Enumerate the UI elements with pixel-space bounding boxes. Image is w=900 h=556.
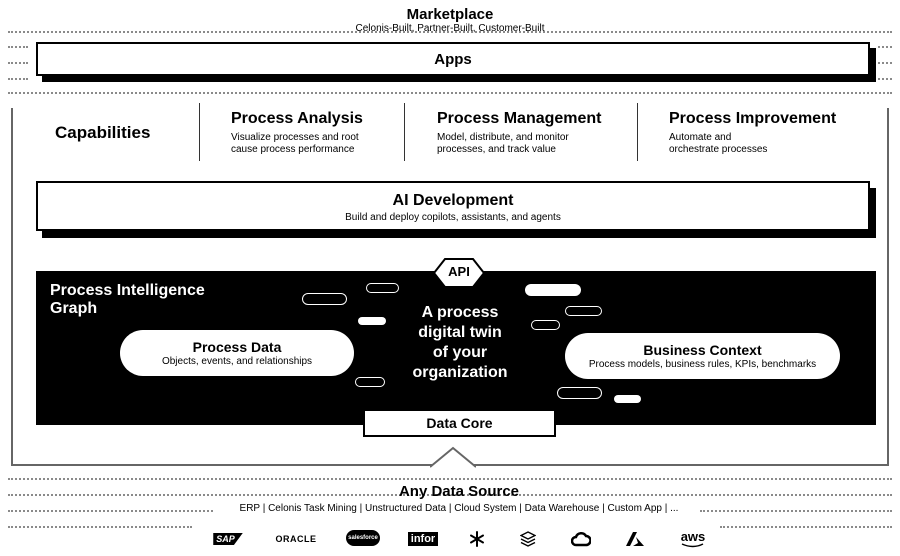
oracle-logo: ORACLE <box>275 534 317 544</box>
business-context-pill: Business Context Process models, busines… <box>565 333 840 379</box>
dotted-divider <box>8 510 213 512</box>
decorative-pill <box>302 293 347 305</box>
dotted-divider <box>8 478 892 480</box>
digital-twin-line: A process <box>421 304 499 321</box>
dotted-divider <box>8 526 192 528</box>
dotted-divider <box>8 46 28 48</box>
capability-description: Visualize processes and root <box>231 132 359 143</box>
ai-development-box: AI Development Build and deploy copilots… <box>36 181 870 231</box>
business-context-subtitle: Process models, business rules, KPIs, be… <box>588 359 817 370</box>
decorative-pill <box>358 317 386 325</box>
google-cloud-icon <box>570 530 592 548</box>
data-source-title: Any Data Source <box>398 483 520 500</box>
decorative-pill <box>525 284 581 296</box>
sap-logo: SAP <box>213 530 243 548</box>
ai-development-title: AI Development <box>392 192 514 209</box>
data-core-box: Data Core <box>363 409 556 437</box>
pig-title-line: Graph <box>50 300 98 317</box>
capability-process-management: Process Management Model, distribute, an… <box>437 110 602 156</box>
database-stack-icon <box>519 530 537 548</box>
arrow-up-icon <box>430 446 476 468</box>
snowflake-icon <box>468 530 486 548</box>
capability-description: Model, distribute, and monitor <box>437 132 569 143</box>
decorative-pill <box>355 377 385 387</box>
aws-logo-text: aws <box>680 528 706 544</box>
dotted-divider <box>8 31 892 33</box>
infor-logo: infor <box>406 530 440 548</box>
dotted-divider <box>8 62 28 64</box>
capability-process-improvement: Process Improvement Automate and orchest… <box>669 110 836 156</box>
capabilities-label: Capabilities <box>55 123 151 142</box>
decorative-pill <box>531 320 560 330</box>
decorative-pill <box>366 283 399 293</box>
dotted-divider <box>720 526 892 528</box>
dotted-divider <box>878 62 892 64</box>
capability-description: Automate and <box>669 132 732 143</box>
capability-title: Process Improvement <box>669 110 837 127</box>
api-label: API <box>448 264 470 279</box>
capability-description: processes, and track value <box>437 144 556 155</box>
digital-twin-line: organization <box>412 364 508 381</box>
process-data-title: Process Data <box>192 339 282 355</box>
process-data-pill: Process Data Objects, events, and relati… <box>120 330 354 376</box>
capability-description: orchestrate processes <box>669 144 768 155</box>
process-data-subtitle: Objects, events, and relationships <box>161 356 313 367</box>
capability-title: Process Management <box>437 110 602 127</box>
decorative-pill <box>614 395 641 403</box>
pig-title: Process Intelligence Graph <box>50 282 250 318</box>
sap-logo-text: SAP <box>213 533 243 545</box>
decorative-pill <box>557 387 602 399</box>
salesforce-logo-text: salesforce <box>346 530 380 546</box>
dotted-divider <box>700 510 892 512</box>
business-context-title: Business Context <box>643 342 762 358</box>
ai-development-subtitle: Build and deploy copilots, assistants, a… <box>345 212 561 223</box>
dotted-divider <box>8 494 892 496</box>
pig-title-line: Process Intelligence <box>50 282 205 299</box>
column-divider <box>199 103 200 161</box>
marketplace-subtitle: Celonis-Built, Partner-Built, Customer-B… <box>355 23 545 34</box>
data-source-subtitle: ERP | Celonis Task Mining | Unstructured… <box>239 503 679 514</box>
salesforce-logo: salesforce <box>346 527 380 549</box>
digital-twin-line: digital twin <box>418 324 502 341</box>
infor-logo-text: infor <box>407 532 439 546</box>
api-badge-icon <box>432 258 486 288</box>
azure-icon <box>625 530 645 548</box>
capability-title: Process Analysis <box>231 110 363 127</box>
column-divider <box>637 103 638 161</box>
aws-smile-icon <box>681 542 704 547</box>
dotted-divider <box>8 78 28 80</box>
capability-process-analysis: Process Analysis Visualize processes and… <box>231 110 363 156</box>
column-divider <box>404 103 405 161</box>
marketplace-title: Marketplace <box>406 6 494 23</box>
digital-twin-line: of your <box>432 344 488 361</box>
dotted-divider <box>878 46 892 48</box>
dotted-divider <box>8 92 892 94</box>
dotted-divider <box>878 78 892 80</box>
aws-logo: aws <box>678 530 708 548</box>
apps-bar: Apps <box>36 42 870 76</box>
capability-description: cause process performance <box>231 144 355 155</box>
digital-twin-text: A process digital twin of your organizat… <box>390 303 530 383</box>
decorative-pill <box>565 306 602 316</box>
